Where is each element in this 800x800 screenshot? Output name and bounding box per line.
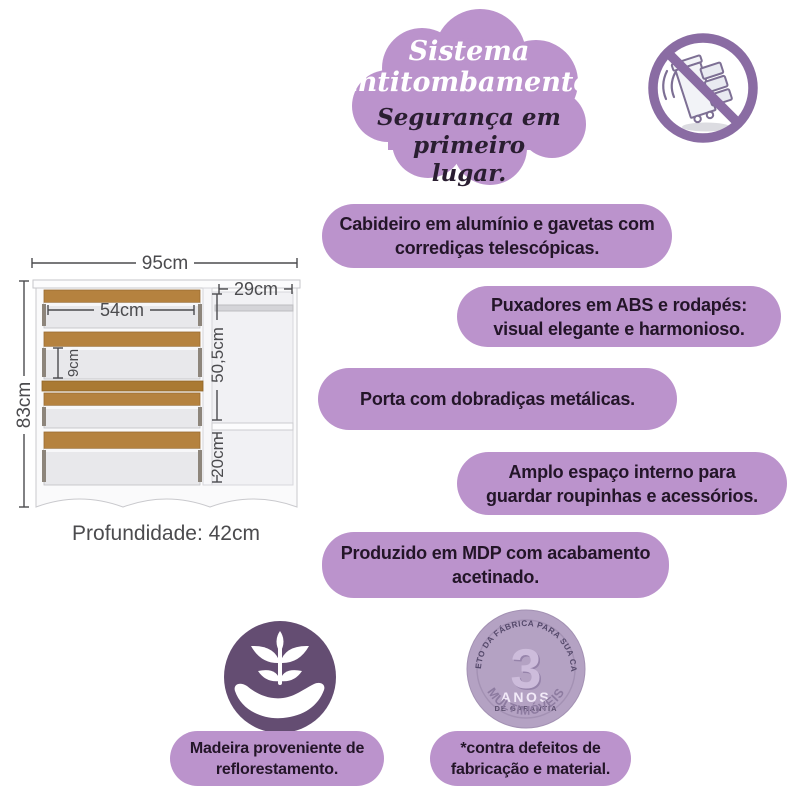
dim-height [19, 280, 29, 508]
plant-in-hand [234, 631, 325, 719]
feature-text: Produzido em MDP com acabamento [340, 543, 651, 563]
right-shelf [211, 422, 294, 431]
feature-text: corrediças telescópicas. [394, 238, 600, 258]
depth-label: Profundidade: 42cm [72, 522, 260, 545]
furniture-dimension-diagram: 95cm 83cm [14, 253, 301, 545]
dim-drawer-width [47, 305, 195, 315]
dim-drawer-width-label: 54cm [100, 300, 144, 320]
dim-drawer-front-height [53, 347, 63, 379]
dim-right-upper-height [212, 293, 222, 421]
motion-lines [662, 69, 677, 101]
dim-drawer-front-height-label: 9cm [65, 349, 82, 377]
feature-pill-puxadores: Puxadores em ABS e rodapés: visual elega… [457, 286, 781, 347]
dim-width [31, 258, 298, 268]
feature-pill-porta: Porta com dobradiças metálicas. [318, 368, 677, 430]
no-tipping-icon [648, 33, 758, 143]
feature-text: Puxadores em ABS e rodapés: [490, 294, 748, 315]
reforestation-icon [224, 621, 336, 733]
badge-years: 3 [510, 637, 541, 700]
badge-years-shadow: 3 [512, 639, 543, 702]
dim-right-lower-height-label: 20cm [208, 436, 227, 478]
right-compartment [211, 291, 294, 486]
dim-right-upper-height-label: 50,5cm [208, 327, 227, 383]
prohibition-ring [648, 33, 758, 143]
warranty-note-text: *contra defeitos de [460, 739, 601, 757]
dim-width-label: 95cm [142, 253, 188, 274]
feature-pill-cabideiro: Cabideiro em alumínio e gavetas com corr… [322, 204, 672, 268]
feature-text: visual elegante e harmonioso. [493, 318, 745, 339]
feature-text: Amplo espaço interno para [508, 461, 736, 482]
badge-years-label: ANOS [501, 689, 551, 705]
cloud-shape [352, 9, 586, 185]
dim-height-label: 83cm [14, 382, 35, 428]
badge-guarantee-label: DE GARANTIA [494, 704, 557, 713]
dim-right-width-label: 29cm [234, 279, 278, 299]
warranty-note-text: fabricação e material. [450, 760, 611, 778]
drawer-stack [41, 289, 204, 486]
eco-text: reflorestamento. [215, 760, 339, 778]
feature-text: guardar roupinhas e acessórios. [486, 485, 758, 506]
feature-pill-mdp: Produzido em MDP com acabamento acetinad… [322, 532, 669, 598]
warranty-note-pill: *contra defeitos de fabricação e materia… [430, 731, 631, 786]
feature-pill-espaco: Amplo espaço interno para guardar roupin… [457, 452, 787, 515]
hanging-rod [214, 304, 294, 312]
warranty-badge: DIRETO DA FÁBRICA PARA SUA CASA 3 3 ANOS… [460, 601, 586, 729]
dim-right-lower-height [212, 432, 222, 483]
eco-text: Madeira proveniente de [189, 739, 365, 757]
feature-text: Porta com dobradiças metálicas. [360, 389, 635, 409]
feature-text: Cabideiro em alumínio e gavetas com [339, 214, 655, 234]
feature-text: acetinado. [451, 567, 540, 587]
eco-pill: Madeira proveniente de reflorestamento. [170, 731, 384, 786]
dim-right-width [218, 284, 293, 294]
